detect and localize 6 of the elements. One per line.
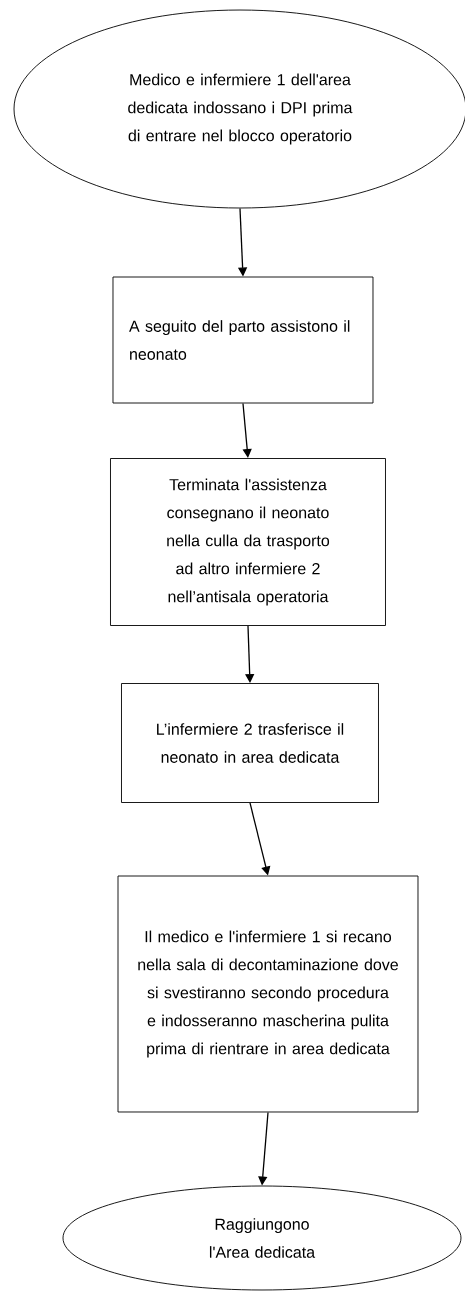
process-box: A seguito del parto assistono il neonato (112, 276, 374, 404)
process-box: Terminata l'assistenza consegnano il neonato nella culla da trasporto ad altro infermiere 2 nell’antisala operatoria (110, 458, 386, 626)
process-box: Il medico e l'infermiere 1 si recano nella sala di decontaminazione dove si svestiranno secondo procedura e indosseranno mascherina pulita prima di rientrare in area dedicata (117, 875, 419, 1113)
process-box: L’infermiere 2 trasferisce il neonato in area dedicata (121, 683, 379, 803)
arrow (245, 625, 255, 683)
arrow (242, 402, 252, 458)
